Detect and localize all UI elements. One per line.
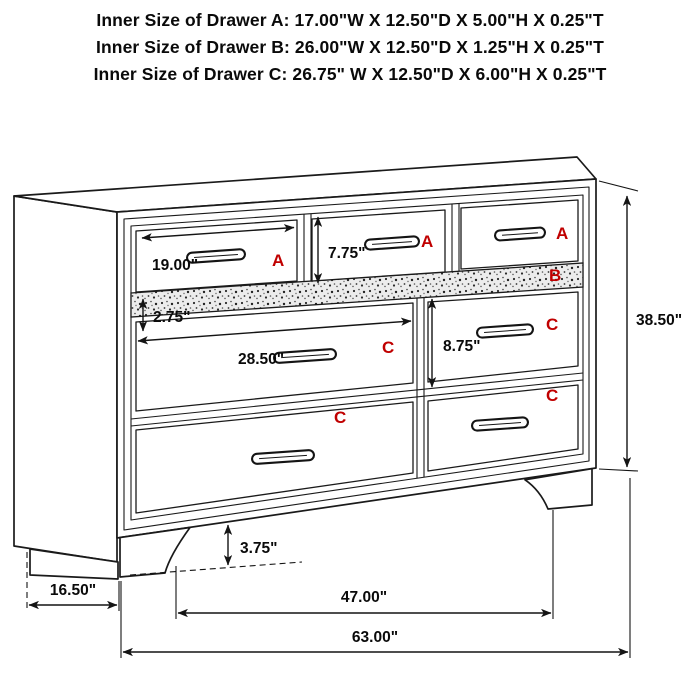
front-right-foot [524, 467, 593, 510]
dim-feet-span: 47.00" [341, 589, 387, 606]
ext-height-top [598, 180, 639, 192]
handle-icon [471, 416, 529, 432]
spec-line-drawer-a: Inner Size of Drawer A: 17.00"W X 12.50"… [96, 10, 604, 30]
drawer-c3-label: C [334, 408, 346, 427]
spec-title-block: Inner Size of Drawer A: 17.00"W X 12.50"… [0, 7, 700, 88]
dim-overall-height: 38.50" [636, 312, 682, 329]
drawer-a2-label: A [421, 232, 433, 251]
side-panel [13, 195, 118, 563]
drawer-b-label: B [549, 266, 561, 285]
front-opening [130, 194, 584, 521]
spec-line-drawer-c: Inner Size of Drawer C: 26.75" W X 12.50… [93, 64, 607, 84]
side-foot [29, 548, 119, 580]
ext-height-bottom [598, 468, 639, 472]
handle-icon [364, 235, 420, 251]
drawer-c1-label: C [382, 338, 394, 357]
dim-top-drawer-width: 19.00" [152, 257, 198, 274]
drawer-a3-label: A [556, 224, 568, 243]
row-rail-a [130, 372, 584, 420]
dim-arrow-middle-drawer-width [137, 317, 412, 345]
handle-icon [251, 449, 315, 465]
row-rail-b [130, 379, 584, 427]
dim-tray-height: 2.75" [153, 309, 191, 326]
dim-middle-drawer-width: 28.50" [238, 351, 284, 368]
dim-middle-drawer-height: 8.75" [443, 338, 481, 355]
dim-side-depth: 16.50" [50, 582, 96, 599]
spec-line-drawer-b: Inner Size of Drawer B: 26.00"W X 12.50"… [96, 37, 604, 57]
dim-foot-height: 3.75" [240, 540, 278, 557]
handle-icon [186, 248, 246, 264]
dim-arrow-top-drawer-width [141, 223, 295, 242]
drawer-a1-label: A [272, 251, 284, 270]
drawer-c4-label: C [546, 386, 558, 405]
dash-foot-bottom [129, 561, 303, 576]
handle-icon [273, 348, 337, 364]
drawer-c2-label: C [546, 315, 558, 334]
dim-overall-width: 63.00" [352, 629, 398, 646]
handle-icon [493, 226, 547, 242]
dim-top-drawer-height: 7.75" [328, 245, 366, 262]
dresser-body [13, 156, 597, 580]
front-left-foot [119, 526, 191, 578]
handle-icon [476, 323, 534, 339]
front-frame-bevel [123, 186, 590, 531]
